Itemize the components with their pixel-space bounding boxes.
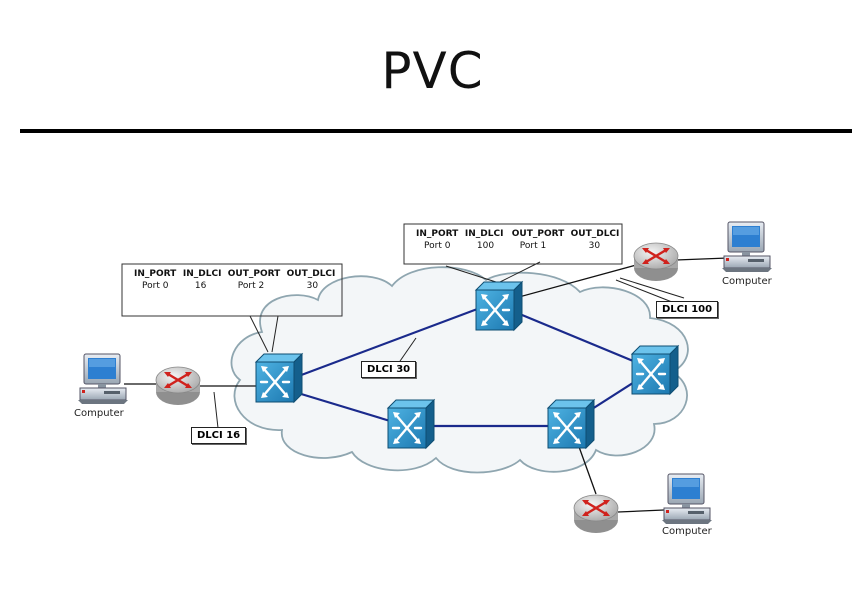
computer-icon <box>721 221 773 273</box>
table-cell: Port 0 <box>142 281 169 291</box>
table-cell: Port 0 <box>424 241 451 251</box>
switch-icon <box>630 344 680 396</box>
switch-icon <box>386 398 436 450</box>
computer-label: Computer <box>74 408 124 419</box>
table-top-frame <box>403 223 623 265</box>
table-header: IN_PORT <box>134 269 177 279</box>
switch-icon <box>474 280 524 332</box>
table-cell: 30 <box>588 241 601 251</box>
switch-icon <box>254 352 304 404</box>
computer-label: Computer <box>662 526 712 537</box>
switch-icon <box>546 398 596 450</box>
table-header: OUT_DLCI <box>570 229 620 239</box>
computer-icon <box>77 353 129 405</box>
router-icon <box>154 365 202 407</box>
router-icon <box>632 241 680 283</box>
table-cell: 16 <box>194 281 207 291</box>
title-divider <box>20 129 852 133</box>
table-header: IN_PORT <box>416 229 459 239</box>
table-cell: Port 1 <box>519 241 547 251</box>
table-header: IN_DLCI <box>182 269 222 279</box>
dlci-30-label: DLCI 30 <box>361 361 417 378</box>
dlci-100-label: DLCI 100 <box>656 301 719 318</box>
dlci-16-label: DLCI 16 <box>191 427 247 444</box>
forwarding-table-left: IN_PORT IN_DLCI OUT_PORT OUT_DLCI Port 0… <box>134 268 337 292</box>
table-cell: 100 <box>476 241 495 251</box>
computer-icon <box>661 473 713 525</box>
router-icon <box>572 493 620 535</box>
table-left-frame <box>121 263 343 317</box>
forwarding-table-top: IN_PORT IN_DLCI OUT_PORT OUT_DLCI Port 0… <box>416 228 621 252</box>
computer-label: Computer <box>722 276 772 287</box>
table-cell: Port 2 <box>237 281 265 291</box>
table-header: OUT_DLCI <box>286 269 336 279</box>
page-title: PVC <box>381 42 484 100</box>
table-header: OUT_PORT <box>511 229 565 239</box>
table-cell: 30 <box>306 281 319 291</box>
table-header: IN_DLCI <box>464 229 504 239</box>
table-header: OUT_PORT <box>227 269 281 279</box>
